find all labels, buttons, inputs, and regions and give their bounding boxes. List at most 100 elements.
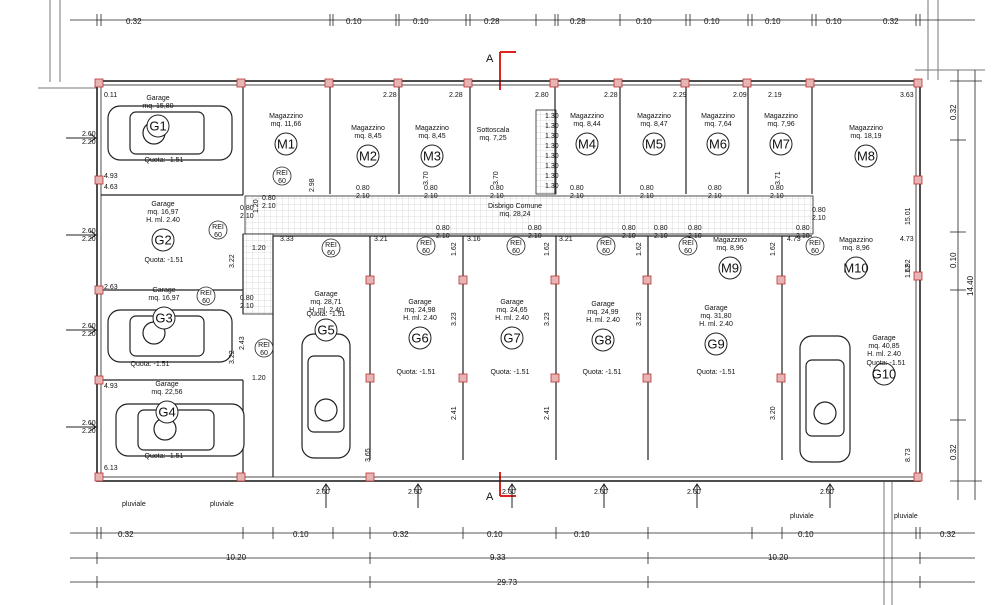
svg-text:G3: G3: [155, 311, 172, 326]
door-dim: 0.80: [654, 225, 668, 232]
inner-dim: 1.30: [545, 133, 559, 140]
svg-text:H. ml. 2.40: H. ml. 2.40: [495, 315, 529, 322]
svg-text:Sottoscala: Sottoscala: [477, 127, 510, 134]
door-dim: 0.80: [640, 185, 654, 192]
svg-text:M1: M1: [277, 137, 295, 152]
svg-text:REI: REI: [325, 242, 337, 249]
svg-text:60: 60: [602, 248, 610, 255]
inner-dim: 1.20: [252, 245, 266, 252]
span-right: 10.20: [768, 553, 789, 562]
door-dim: 0.80: [708, 185, 722, 192]
svg-text:G1: G1: [149, 119, 166, 134]
inner-dim: 1.62: [544, 242, 551, 256]
span-total: 29.73: [497, 578, 518, 587]
svg-text:M10: M10: [843, 261, 868, 276]
door-dim: 2.10: [490, 193, 504, 200]
inner-dim: 2.28: [383, 92, 397, 99]
svg-text:Magazzino: Magazzino: [849, 125, 883, 132]
svg-text:Magazzino: Magazzino: [415, 125, 449, 132]
room-badge-m9: [718, 256, 742, 280]
svg-text:Garage: Garage: [704, 305, 727, 312]
svg-text:H. ml. 2.40: H. ml. 2.40: [867, 351, 901, 358]
svg-text:Magazzino: Magazzino: [839, 237, 873, 244]
inner-dim: 1.30: [545, 113, 559, 120]
svg-text:mq. 24,65: mq. 24,65: [496, 307, 527, 314]
svg-text:mq. 40,85: mq. 40,85: [868, 343, 899, 350]
right-dimension-lines: [950, 70, 982, 500]
inner-dim: 2.29: [673, 92, 687, 99]
dim-top-3: 0.28: [484, 17, 500, 26]
interior-walls: [101, 85, 813, 477]
svg-text:G10: G10: [872, 367, 897, 382]
dim-top-1: 0.10: [346, 17, 362, 26]
pluviale-labels: pluviale pluviale pluviale pluviale: [122, 501, 918, 520]
svg-text:2.60: 2.60: [820, 489, 834, 496]
svg-text:2.20: 2.20: [82, 428, 96, 435]
svg-text:Garage: Garage: [408, 299, 431, 306]
inner-dim: 4.73: [900, 236, 914, 243]
dim-bottom-2: 0.32: [393, 530, 409, 539]
dim-top-2: 0.10: [413, 17, 429, 26]
inner-dim: 3.33: [280, 236, 294, 243]
dim-bottom-3: 0.10: [487, 530, 503, 539]
car-g3: [107, 309, 233, 363]
svg-text:H. ml. 2.40: H. ml. 2.40: [699, 321, 733, 328]
inner-dim: 3.70: [493, 171, 500, 185]
door-dim: 0.80: [570, 185, 584, 192]
svg-text:2.60: 2.60: [316, 489, 330, 496]
room-badge-g9: [704, 332, 728, 356]
svg-text:H. ml. 2.40: H. ml. 2.40: [403, 315, 437, 322]
section-mark-top: A: [486, 51, 516, 90]
svg-text:Quota: -1.51: Quota: -1.51: [397, 369, 436, 376]
inner-dim: 2.28: [449, 92, 463, 99]
svg-text:Magazzino: Magazzino: [701, 113, 735, 120]
svg-text:G9: G9: [707, 337, 724, 352]
inner-dim: 1.92: [905, 259, 912, 273]
svg-text:M8: M8: [857, 149, 875, 164]
door-dim: 0.80: [688, 225, 702, 232]
door-dim: 2.10: [436, 233, 450, 240]
svg-text:mq. 28,71: mq. 28,71: [310, 299, 341, 306]
svg-text:Garage: Garage: [152, 287, 175, 294]
inner-dim: 1.62: [770, 242, 777, 256]
dim-bottom-6: 0.32: [940, 530, 956, 539]
svg-text:Garage: Garage: [146, 95, 169, 102]
svg-text:2.20: 2.20: [82, 139, 96, 146]
door-dim: 2.10: [708, 193, 722, 200]
door-dim: 2.10: [356, 193, 370, 200]
svg-text:H. ml. 2.40: H. ml. 2.40: [586, 317, 620, 324]
svg-text:Quota: -1.51: Quota: -1.51: [145, 157, 184, 164]
room-badge-g8: [591, 328, 615, 352]
svg-text:M7: M7: [772, 137, 790, 152]
dim-right-height: 14.40: [966, 275, 975, 296]
door-dim: 0.80: [436, 225, 450, 232]
svg-text:REI: REI: [200, 290, 212, 297]
door-dim: 0.80: [490, 185, 504, 192]
svg-text:60: 60: [260, 350, 268, 357]
inner-dim: 3.63: [900, 92, 914, 99]
stair: [535, 109, 557, 195]
inner-dim: 1.62: [905, 264, 912, 278]
downpipe-lines: [883, 481, 893, 605]
top-dimension-line: [70, 14, 975, 26]
svg-text:Garage: Garage: [500, 299, 523, 306]
svg-text:60: 60: [811, 248, 819, 255]
car-g4: [115, 403, 245, 457]
svg-text:Magazzino: Magazzino: [570, 113, 604, 120]
